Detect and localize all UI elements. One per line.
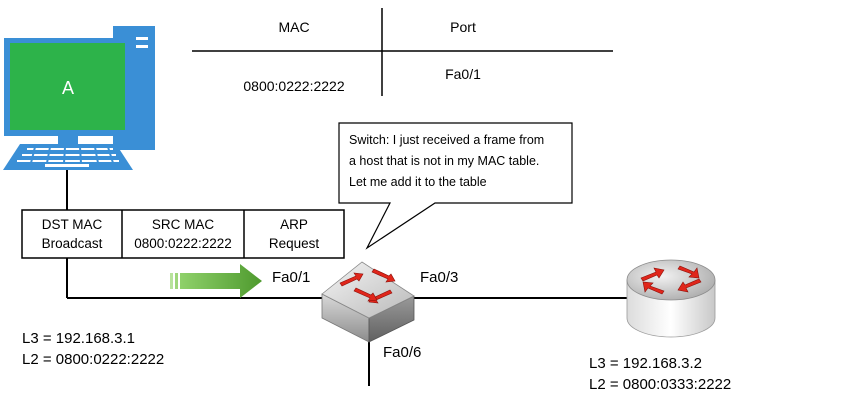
callout-line-2: a host that is not in my MAC table.: [349, 154, 539, 168]
host-a-l2: L2 = 0800:0222:2222: [22, 351, 164, 368]
switch-port-down-label: Fa0/6: [383, 344, 421, 361]
switch-callout: Switch: I just received a frame from a h…: [338, 122, 573, 250]
frame-src-title: SRC MAC: [152, 217, 215, 232]
router-icon: [626, 259, 716, 338]
mac-table-header-mac: MAC: [278, 19, 309, 35]
pc-screen: [10, 43, 125, 130]
frame-dst-value: Broadcast: [42, 236, 103, 251]
switch-port-in-label: Fa0/1: [272, 269, 310, 286]
pc-keyboard: [3, 144, 133, 170]
switch-arrows-icon: [339, 268, 396, 304]
host-a-l3: L3 = 192.168.3.1: [22, 330, 135, 347]
frame-dst-title: DST MAC: [42, 217, 103, 232]
mac-table: MAC Port 0800:0222:2222 Fa0/1: [192, 8, 613, 96]
router-l3: L3 = 192.168.3.2: [589, 355, 702, 372]
callout-line-1: Switch: I just received a frame from: [349, 133, 544, 147]
frame-payload-value: Request: [269, 236, 320, 251]
switch-port-router-label: Fa0/3: [420, 269, 458, 286]
ethernet-frame: DST MAC Broadcast SRC MAC 0800:0222:2222…: [21, 209, 345, 259]
frame-src-value: 0800:0222:2222: [134, 236, 232, 251]
router-arrows-icon: [640, 265, 702, 295]
mac-table-row-mac: 0800:0222:2222: [243, 78, 344, 94]
frame-payload-title: ARP: [280, 217, 308, 232]
callout-line-3: Let me add it to the table: [349, 175, 487, 189]
switch-icon: [321, 261, 415, 343]
router-l2: L2 = 0800:0333:2222: [589, 376, 731, 393]
frame-direction-arrow-icon: [170, 264, 262, 298]
host-a-label: A: [62, 78, 74, 98]
mac-table-row-port: Fa0/1: [445, 66, 481, 82]
pc-icon: A: [3, 26, 155, 170]
mac-table-header-port: Port: [450, 19, 476, 35]
